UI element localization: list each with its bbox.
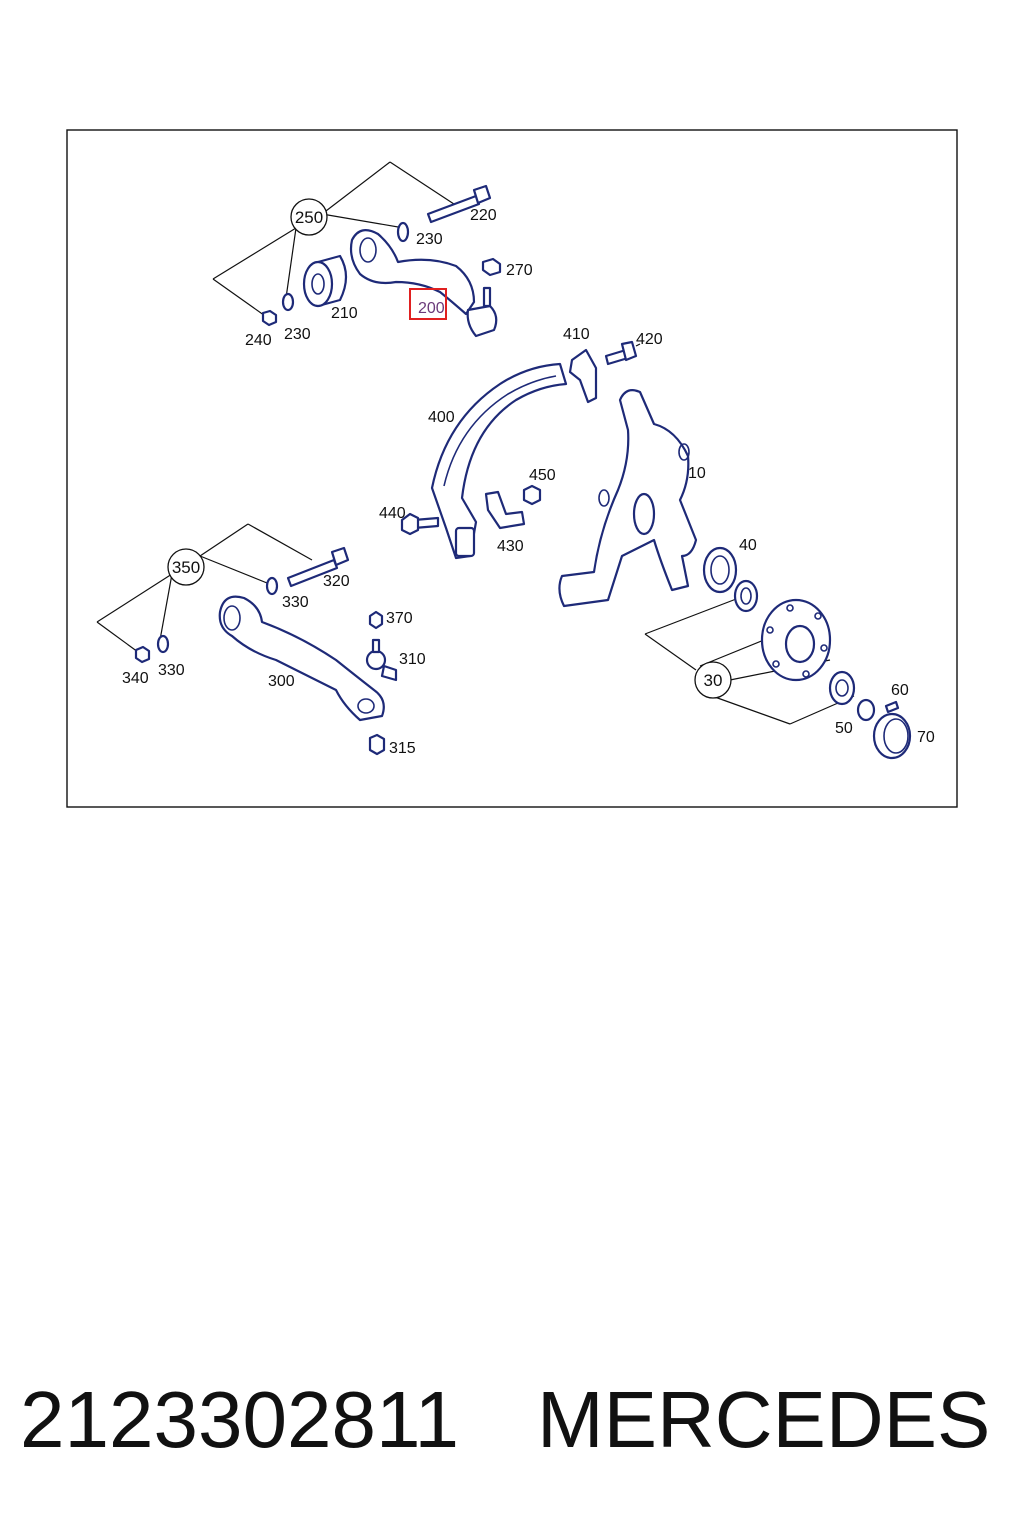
group-250-leader-lines bbox=[212, 161, 461, 319]
label-200[interactable]: 200 bbox=[418, 300, 445, 317]
control-arm-300-icon[interactable] bbox=[218, 595, 385, 722]
footer-caption: 2123302811 MERCEDES bbox=[20, 1370, 1010, 1470]
label-450[interactable]: 450 bbox=[529, 467, 556, 484]
label-50[interactable]: 50 bbox=[835, 720, 853, 737]
label-400[interactable]: 400 bbox=[428, 409, 455, 426]
diagram-frame bbox=[66, 129, 958, 808]
label-70[interactable]: 70 bbox=[917, 729, 935, 746]
bolt-420-icon[interactable] bbox=[604, 340, 638, 366]
label-30: 30 bbox=[704, 671, 723, 690]
pin-60-icon[interactable] bbox=[884, 700, 900, 714]
label-320[interactable]: 320 bbox=[323, 573, 350, 590]
washer-230-bottom-icon[interactable] bbox=[281, 292, 295, 312]
label-370[interactable]: 370 bbox=[386, 610, 413, 627]
cap-70-icon[interactable] bbox=[872, 712, 912, 760]
leader-420 bbox=[635, 343, 641, 347]
nut-270-icon[interactable] bbox=[481, 257, 502, 277]
label-270[interactable]: 270 bbox=[506, 262, 533, 279]
label-330-top[interactable]: 330 bbox=[282, 594, 309, 611]
part-number: 2123302811 bbox=[20, 1375, 459, 1464]
label-210[interactable]: 210 bbox=[331, 305, 358, 322]
label-350: 350 bbox=[172, 558, 200, 577]
label-420[interactable]: 420 bbox=[636, 331, 663, 348]
label-230-top[interactable]: 230 bbox=[416, 231, 443, 248]
ball-joint-310-icon[interactable] bbox=[365, 638, 398, 682]
label-10[interactable]: 10 bbox=[688, 465, 706, 482]
label-250: 250 bbox=[295, 208, 323, 227]
group-250-circle bbox=[290, 198, 328, 236]
wheel-hub-icon[interactable] bbox=[760, 598, 832, 682]
label-300[interactable]: 300 bbox=[268, 673, 295, 690]
label-40[interactable]: 40 bbox=[739, 537, 757, 554]
group-350-leader-lines bbox=[96, 523, 313, 653]
nut-340-icon[interactable] bbox=[134, 645, 151, 664]
knuckle-10-icon[interactable] bbox=[558, 389, 698, 608]
nut-240-icon[interactable] bbox=[261, 309, 278, 327]
nut-50-icon[interactable] bbox=[856, 698, 876, 722]
brand-name: MERCEDES bbox=[536, 1375, 991, 1464]
label-60[interactable]: 60 bbox=[891, 682, 909, 699]
nut-315-icon[interactable] bbox=[368, 733, 386, 756]
highlight-box-200 bbox=[409, 288, 447, 320]
bearing-icon[interactable] bbox=[733, 579, 759, 613]
washer-330-top-icon[interactable] bbox=[265, 576, 279, 596]
bushing-210-icon[interactable] bbox=[302, 254, 348, 308]
label-330-bottom[interactable]: 330 bbox=[158, 662, 185, 679]
bearing-outer-icon[interactable] bbox=[828, 670, 856, 706]
bolt-440-icon[interactable] bbox=[400, 512, 440, 536]
label-340[interactable]: 340 bbox=[122, 670, 149, 687]
bolt-220-icon[interactable] bbox=[426, 184, 492, 224]
control-arm-200-icon[interactable] bbox=[349, 229, 498, 338]
nut-450-icon[interactable] bbox=[522, 484, 542, 506]
group-30-leader-lines bbox=[644, 595, 855, 725]
strut-arm-400-icon[interactable] bbox=[430, 362, 568, 560]
label-230-bottom[interactable]: 230 bbox=[284, 326, 311, 343]
bracket-410-icon[interactable] bbox=[568, 348, 598, 404]
label-310[interactable]: 310 bbox=[399, 651, 426, 668]
seal-40-icon[interactable] bbox=[702, 546, 738, 594]
label-410[interactable]: 410 bbox=[563, 326, 590, 343]
label-440[interactable]: 440 bbox=[379, 505, 406, 522]
label-220[interactable]: 220 bbox=[470, 207, 497, 224]
group-350-circle bbox=[167, 548, 205, 586]
label-315[interactable]: 315 bbox=[389, 740, 416, 757]
label-240[interactable]: 240 bbox=[245, 332, 272, 349]
washer-230-top-icon[interactable] bbox=[396, 221, 410, 243]
group-30-circle bbox=[694, 661, 732, 699]
washer-330-bottom-icon[interactable] bbox=[156, 634, 170, 654]
bracket-430-icon[interactable] bbox=[484, 490, 526, 530]
label-430[interactable]: 430 bbox=[497, 538, 524, 555]
bolt-320-icon[interactable] bbox=[286, 546, 350, 588]
nut-370-icon[interactable] bbox=[368, 610, 384, 630]
